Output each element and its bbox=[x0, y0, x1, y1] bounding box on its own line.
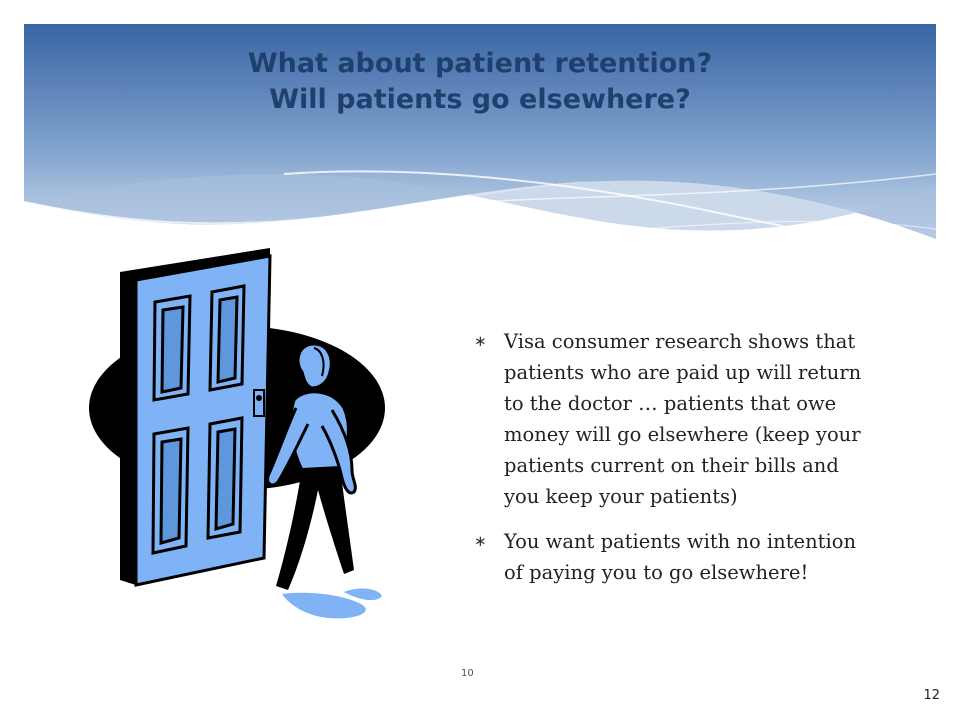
bullet-text: You want patients with no intention of p… bbox=[504, 530, 857, 584]
person-door-illustration bbox=[89, 248, 385, 619]
bullet-text: Visa consumer research shows that patien… bbox=[504, 330, 862, 508]
person-figure bbox=[266, 342, 382, 619]
title-line-1: What about patient retention? bbox=[247, 48, 713, 79]
header-wave-graphic bbox=[24, 24, 936, 253]
list-item: ∗ You want patients with no intention of… bbox=[474, 526, 874, 588]
bullet-list: ∗ Visa consumer research shows that pati… bbox=[474, 326, 874, 602]
page-title: What about patient retention? Will patie… bbox=[24, 46, 936, 118]
door-insets bbox=[151, 284, 246, 555]
bullet-star-icon: ∗ bbox=[474, 532, 487, 550]
page-number: 12 bbox=[923, 688, 940, 703]
footnote-number: 10 bbox=[461, 668, 474, 679]
header-banner: What about patient retention? Will patie… bbox=[24, 24, 936, 274]
title-line-2: Will patients go elsewhere? bbox=[269, 84, 691, 115]
list-item: ∗ Visa consumer research shows that pati… bbox=[474, 326, 874, 512]
bullet-star-icon: ∗ bbox=[474, 332, 487, 350]
door-handle-icon bbox=[253, 389, 265, 417]
